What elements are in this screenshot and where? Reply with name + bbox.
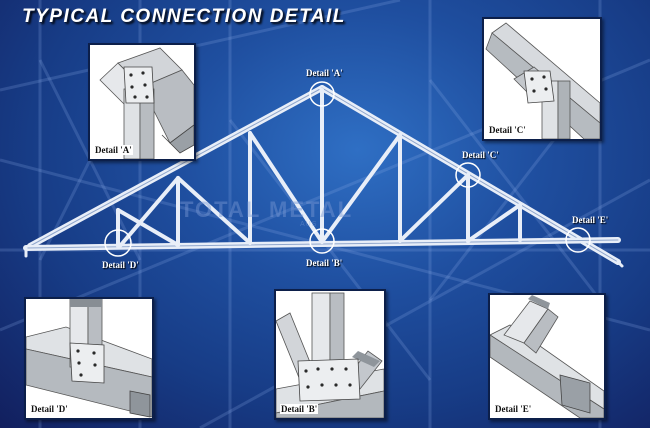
detail-a-circle: [309, 81, 335, 107]
detail-a-illustration: [99, 47, 194, 159]
watermark-subtext: AUS: [300, 221, 318, 228]
detail-circles: [104, 81, 591, 257]
detail-c-label: Detail 'C': [488, 125, 527, 135]
callout-detail-b: Detail 'B': [306, 258, 343, 268]
detail-a-panel: Detail 'A': [88, 43, 196, 161]
main-truss: [23, 85, 624, 268]
page-title: TYPICAL CONNECTION DETAIL: [22, 6, 346, 27]
detail-b-illustration: [276, 292, 384, 418]
detail-b-panel: Detail 'B': [274, 289, 386, 420]
callout-detail-d: Detail 'D': [102, 260, 139, 270]
detail-c-illustration: [485, 22, 600, 139]
detail-b-circle: [309, 228, 335, 254]
detail-e-circle: [565, 227, 591, 253]
detail-c-panel: Detail 'C': [482, 17, 602, 141]
detail-d-panel: Detail 'D': [24, 297, 154, 420]
detail-a-label: Detail 'A': [94, 145, 133, 155]
detail-e-illustration: [490, 295, 604, 418]
detail-e-label: Detail 'E': [494, 404, 533, 414]
detail-d-label: Detail 'D': [30, 404, 69, 414]
detail-c-circle: [455, 162, 481, 188]
detail-e-panel: Detail 'E': [488, 293, 606, 420]
detail-d-circle: [104, 229, 132, 257]
callout-detail-c: Detail 'C': [462, 150, 499, 160]
callout-detail-a: Detail 'A': [306, 68, 343, 78]
watermark-logo: TOTAL METAL: [180, 197, 354, 222]
callout-detail-e: Detail 'E': [572, 215, 609, 225]
detail-b-label: Detail 'B': [280, 404, 319, 414]
detail-d-illustration: [26, 299, 152, 418]
